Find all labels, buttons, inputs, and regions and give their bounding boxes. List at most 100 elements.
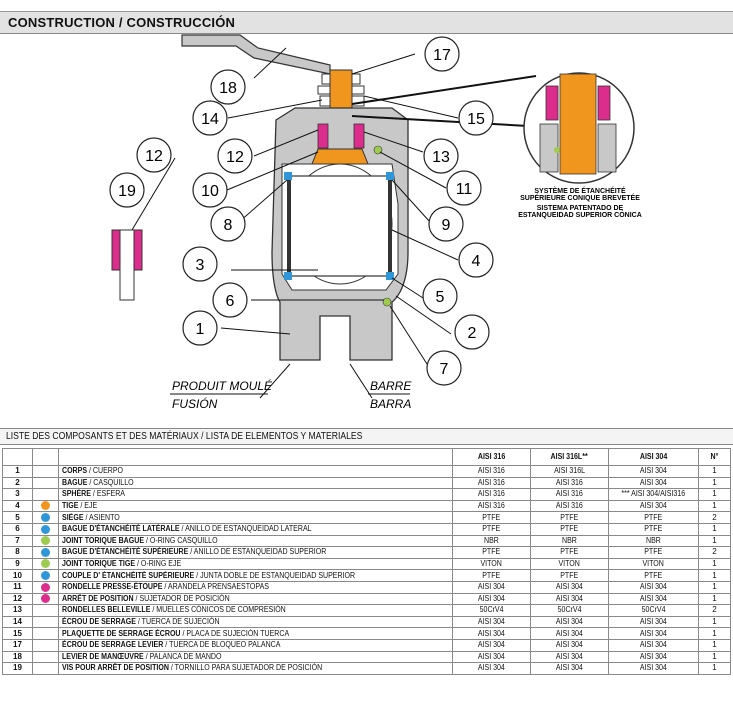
callout-3: 3 [182,246,218,282]
svg-text:3: 3 [196,257,205,274]
cell-color [32,638,59,652]
callout-8: 8 [210,206,246,242]
lever-handle [181,34,331,75]
cell-qty: 1 [698,662,731,675]
cell-aisi316: AISI 316 [452,499,531,513]
callout-19: 19 [109,172,145,208]
svg-text:7: 7 [440,361,449,378]
bushing-o-ring [382,297,392,307]
cell-num: 6 [2,522,33,536]
svg-text:1: 1 [196,321,205,338]
svg-text:4: 4 [472,253,481,270]
cell-aisi316: PTFE [452,569,531,582]
svg-text:2: 2 [468,325,477,342]
col-header-qty: N° [698,448,731,466]
col-header-num [2,448,33,466]
cell-desc: PLAQUETTE DE SERRAGE ÉCROU / PLACA DE SU… [58,627,453,640]
parts-list-title: LISTE DES COMPOSANTS ET DES MATÉRIAUX / … [6,431,363,442]
cell-num: 15 [2,627,33,640]
callout-15: 15 [458,100,494,136]
stem-tang [311,148,369,165]
cell-num: 14 [2,615,33,629]
cell-num: 4 [2,499,33,513]
cell-desc: COUPLE D' ÉTANCHÉITÉ SUPÉRIEURE / JUNTA … [58,569,453,582]
cell-num: 9 [2,557,33,571]
seal-note-line1: SYSTÈME DE ÉTANCHÉITÉ [534,186,626,195]
table-row: 10 COUPLE D' ÉTANCHÉITÉ SUPÉRIEURE / JUNT… [2,569,731,582]
cell-color [32,627,59,640]
color-dot [41,571,50,581]
cell-desc: RONDELLE PRESSE-ÉTOUPE / ARANDELA PRENSA… [58,580,453,594]
cell-desc: BAGUE D'ÉTANCHÉITÉ SUPÉRIEURE / ANILLO D… [58,546,453,559]
cell-num: 2 [2,476,33,490]
cell-aisi316l: PTFE [530,511,609,524]
leader-lines [131,47,459,399]
cell-num: 17 [2,638,33,652]
cell-aisi304: AISI 304 [608,627,699,640]
cell-aisi316l: VITON [530,557,609,571]
fusion-label: FUSIÓN [172,396,218,411]
cell-qty: 1 [698,534,731,548]
svg-text:11: 11 [456,181,473,198]
cell-aisi316: PTFE [452,522,531,536]
cell-num: 10 [2,569,33,582]
svg-text:6: 6 [226,293,235,310]
construction-drawing: SYSTÈME DE ÉTANCHÉITÉ SUPÉRIEURE CONIQUE… [0,34,733,420]
callout-4: 4 [458,242,494,278]
cell-aisi316l: AISI 304 [530,638,609,652]
cell-num: 1 [2,465,33,478]
produit-label: PRODUIT MOULÉ [172,378,273,393]
side-seal-right [388,174,392,278]
detail-body-right [597,123,617,173]
cell-aisi316l: AISI 304 [530,650,609,664]
col-header-desc [58,448,453,466]
seal-note-line4: ESTANQUEIDAD SUPERIOR CÓNICA [518,210,642,219]
cell-desc: LEVIER DE MANŒUVRE / PALANCA DE MANDO [58,650,453,664]
cell-qty: 1 [698,476,731,490]
detail-leader-top [351,75,537,105]
cell-aisi316l: 50CrV4 [530,604,609,617]
cell-aisi316l: PTFE [530,522,609,536]
cell-color [32,580,59,594]
color-dot [41,536,50,546]
cell-qty: 1 [698,499,731,513]
svg-text:18: 18 [219,80,237,97]
side-seal-left [287,174,291,278]
cell-aisi316: 50CrV4 [452,604,531,617]
callout-5: 5 [422,278,458,314]
cell-qty: 2 [698,604,731,617]
cell-aisi304: AISI 304 [608,592,699,606]
cell-aisi316: AISI 304 [452,580,531,594]
cell-aisi316: AISI 316 [452,488,531,501]
cell-qty: 1 [698,592,731,606]
cell-qty: 2 [698,546,731,559]
table-row: 15 PLAQUETTE DE SERRAGE ÉCROU / PLACA DE … [2,627,731,640]
top-bar [0,0,733,12]
callout-17: 17 [424,36,460,72]
cell-desc: SIÈGE / ASIENTO [58,511,453,524]
cell-desc: JOINT TORIQUE BAGUE / O-RING CASQUILLO [58,534,453,548]
detail-o-ring [554,147,560,153]
cell-color [32,465,59,478]
section-title: CONSTRUCTION / CONSTRUCCIÓN [8,15,236,30]
cell-aisi304: AISI 304 [608,662,699,675]
barra-label: BARRA [370,397,411,411]
cell-qty: 1 [698,638,731,652]
callout-9: 9 [428,206,464,242]
cell-aisi316: AISI 304 [452,615,531,629]
seat-top-right [386,172,394,180]
cell-aisi316: AISI 304 [452,627,531,640]
callout-12-left: 12 [217,138,253,174]
cell-aisi304: *** AISI 304/AISI316 [608,488,699,501]
cell-desc: SPHÈRE / ESFERA [58,488,453,501]
cell-aisi316: AISI 304 [452,662,531,675]
